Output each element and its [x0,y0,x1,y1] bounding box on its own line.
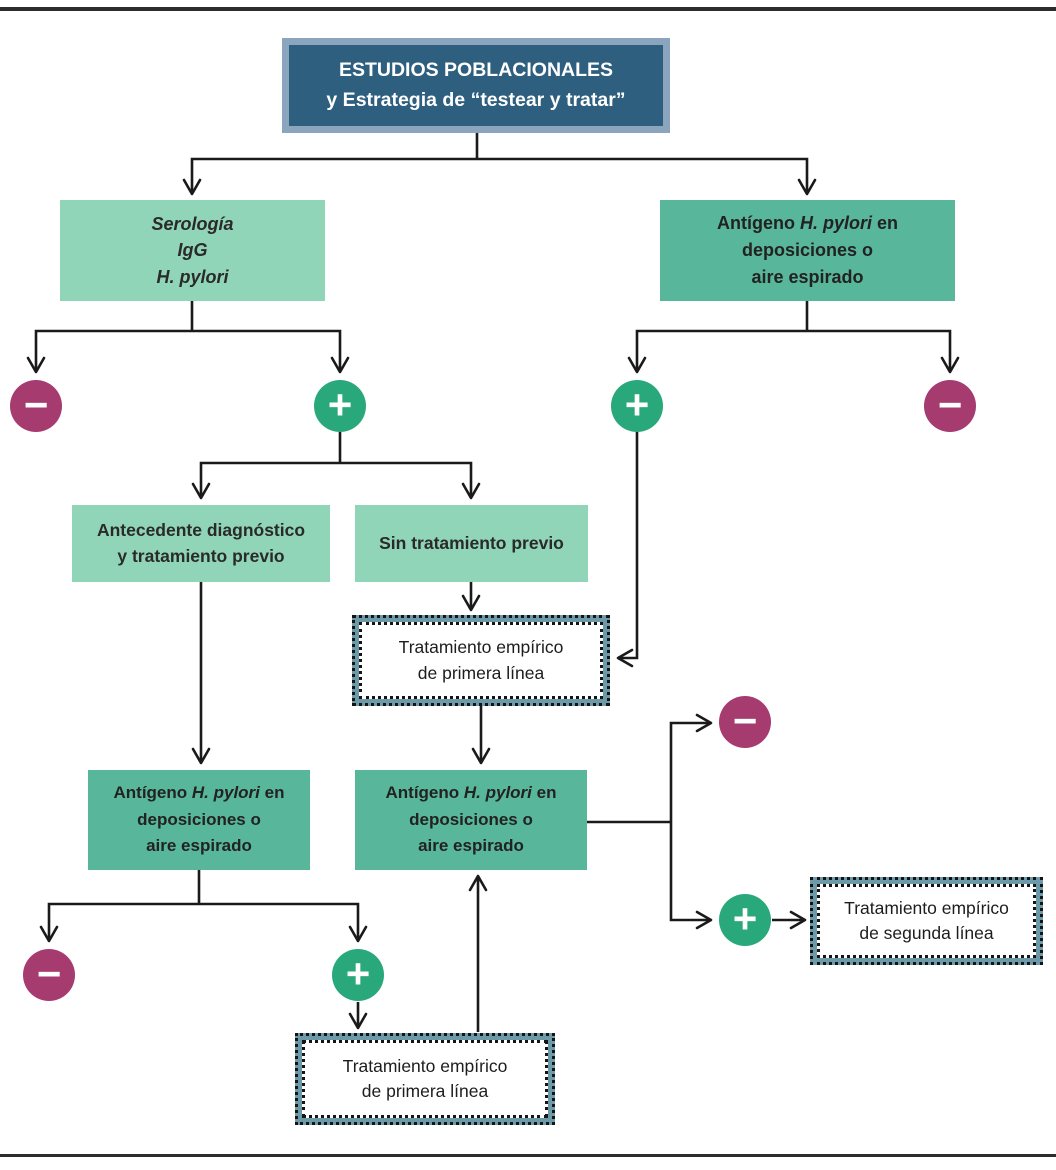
serologia-line3: H. pylori [156,266,229,287]
antigen-top-line3: aire espirado [751,267,864,287]
connector-antigen-top-to-signs [627,301,960,374]
antigen-left-line1: Antígeno H. pylori en [113,783,285,803]
connector-plus2-to-primera1 [616,432,639,668]
minus-circle-control: − [719,696,771,748]
minus-circle-antigen-top: − [924,380,976,432]
serologia-line1: Serología [151,214,234,235]
plus-sign: + [732,895,758,942]
minus-sign: − [36,950,62,997]
plus-sign: + [624,381,650,428]
connector-title-to-level1 [182,133,817,196]
antecedente-line1: Antecedente diagnóstico [96,520,306,541]
serologia-box: Serología IgG H. pylori [60,200,325,301]
title-line1: ESTUDIOS POBLACIONALES [338,59,614,82]
primera-linea-box-1: Tratamiento empírico de primera línea [352,615,610,706]
antigen-center-line3: aire espirado [418,836,524,856]
antigen-top-line1: Antígeno H. pylori en [716,213,899,233]
minus-circle-antigen-left: − [23,949,75,1001]
plus-circle-antigen-top: + [611,380,663,432]
serologia-line2: IgG [177,240,208,261]
antigen-top-line2: deposiciones o [741,240,874,260]
antigen-left-line3: aire espirado [146,836,252,856]
primera1-line2: de primera línea [417,662,545,683]
plus-sign: + [345,950,371,997]
primera1-line1: Tratamiento empírico [398,637,564,658]
connector-antigen-center-to-right-signs [587,713,713,930]
minus-circle-serologia: − [10,380,62,432]
sin-tratamiento-box: Sin tratamiento previo [355,505,588,582]
segunda-linea-box: Tratamiento empírico de segunda línea [810,877,1043,965]
plus-circle-serologia: + [314,380,366,432]
connector-plus1-to-level2 [191,432,481,500]
antigen-box-top: Antígeno H. pylori en deposiciones o air… [660,200,955,301]
title-line2: y Estrategia de “testear y tratar” [326,88,626,111]
plus-circle-control: + [719,894,771,946]
antecedente-box: Antecedente diagnóstico y tratamiento pr… [72,505,330,582]
title-box: ESTUDIOS POBLACIONALES y Estrategia de “… [282,38,670,133]
minus-sign: − [732,697,758,744]
bottom-rule [0,1154,1056,1157]
antigen-box-left: Antígeno H. pylori en deposiciones o air… [88,770,310,870]
primera2-line2: de primera línea [361,1081,489,1101]
antigen-center-line2: deposiciones o [409,809,533,829]
antecedente-line2: y tratamiento previo [117,545,285,566]
top-rule [0,7,1056,11]
primera2-line1: Tratamiento empírico [342,1055,508,1076]
antigen-center-line1: Antígeno H. pylori en [385,783,557,803]
connector-serologia-to-signs [26,301,350,374]
segunda-line1: Tratamiento empírico [844,897,1009,918]
antigen-left-line2: deposiciones o [137,809,261,829]
plus-circle-antigen-left: + [332,949,384,1001]
segunda-line2: de segunda línea [859,923,994,943]
minus-sign: − [23,381,49,428]
antigen-box-center: Antígeno H. pylori en deposiciones o air… [355,770,587,870]
primera-linea-box-2: Tratamiento empírico de primera línea [295,1033,555,1125]
plus-sign: + [327,381,353,428]
minus-sign: − [937,381,963,428]
connector-antigen-left-to-signs [39,870,368,943]
sin-tratamiento-label: Sin tratamiento previo [379,532,564,553]
